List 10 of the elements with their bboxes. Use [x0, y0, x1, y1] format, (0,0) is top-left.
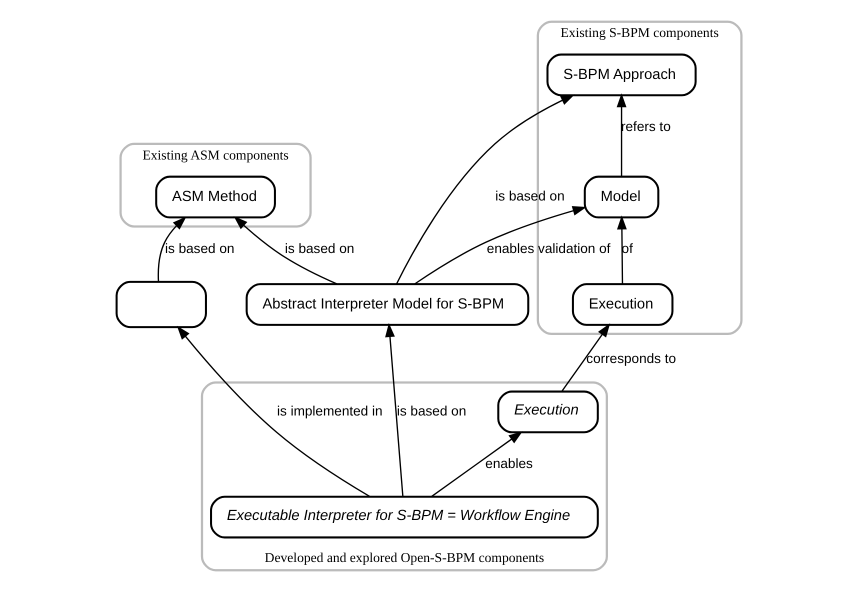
edge-label: is based on — [396, 403, 466, 418]
edge-label: enables validation of — [486, 241, 610, 256]
edge-label: refers to — [620, 119, 671, 134]
edge-label: corresponds to — [586, 350, 676, 366]
edge-label: is based on — [284, 241, 354, 256]
edge-label: is based on — [495, 188, 565, 204]
edge-label: enables — [485, 456, 533, 472]
edge-label: is based on — [165, 241, 234, 256]
edge-label: of — [622, 241, 633, 256]
edge-label: is implemented in — [277, 403, 383, 418]
